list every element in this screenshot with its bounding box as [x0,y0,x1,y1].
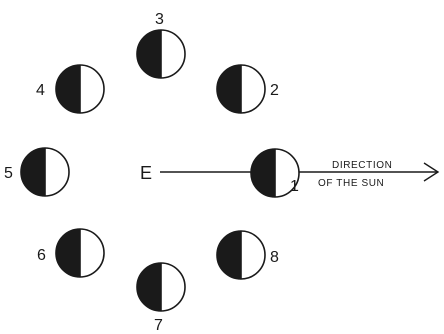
moon-phase-7 [136,262,186,312]
moon-number-4: 4 [36,82,45,99]
earth-label: E [140,163,152,183]
moon-phase-2 [216,64,266,114]
moon-number-5: 5 [4,165,13,182]
moon-phase-8 [216,230,266,280]
moon-phase-4 [55,64,105,114]
moon-phase-3 [136,29,186,79]
moon-number-1: 1 [290,178,299,195]
direction-label-line1: DIRECTION [332,160,392,171]
direction-label-line2: OF THE SUN [318,178,384,189]
moon-number-6: 6 [37,247,46,264]
moon-phase-1 [250,148,300,198]
moon-number-2: 2 [270,82,279,99]
moon-phase-5 [20,147,70,197]
moon-number-3: 3 [155,11,164,28]
moon-number-7: 7 [154,317,163,334]
moon-number-8: 8 [270,249,279,266]
moon-phase-6 [55,228,105,278]
direction-arrowhead [423,162,440,182]
